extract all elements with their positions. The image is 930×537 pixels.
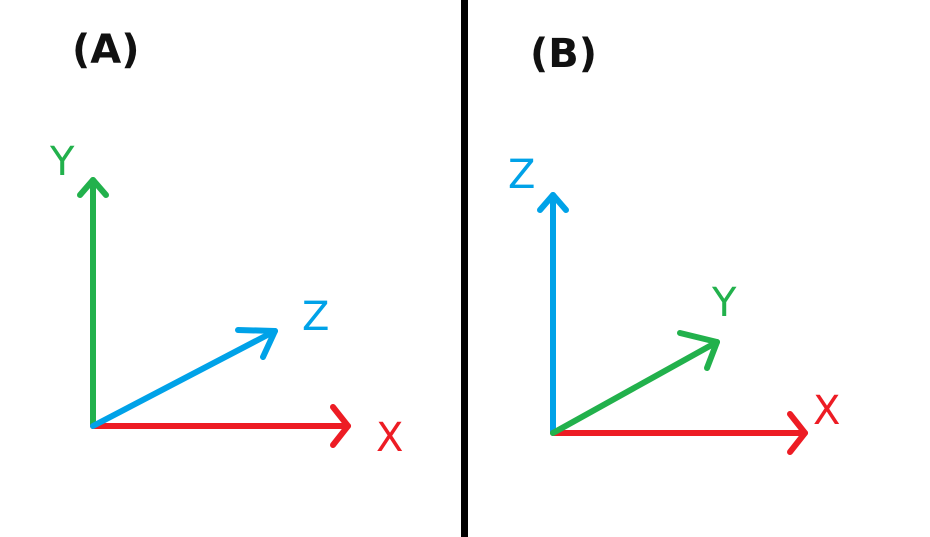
panel-a-label: (A) (72, 27, 140, 73)
panel-b-label: (B) (530, 31, 598, 77)
panel-b-axes (537, 192, 808, 455)
panel-a-x-label: X (376, 415, 403, 461)
panel-a-y-label: Y (49, 139, 75, 185)
panel-b-z-label: Z (508, 152, 535, 198)
panel-b-y-label: Y (711, 280, 737, 326)
panel-b-x-label: X (813, 388, 840, 434)
panel-b-x-axis (550, 411, 808, 455)
panel-a-axes (77, 177, 351, 448)
panel-a-z-axis (90, 327, 278, 429)
panel-divider (461, 0, 468, 537)
panel-a-z-label: Z (302, 294, 329, 340)
panel-a-y-axis (77, 177, 109, 429)
panel-b-y-axis (550, 330, 720, 436)
panel-a-x-axis (90, 404, 351, 448)
panel-b-z-axis (537, 192, 569, 436)
